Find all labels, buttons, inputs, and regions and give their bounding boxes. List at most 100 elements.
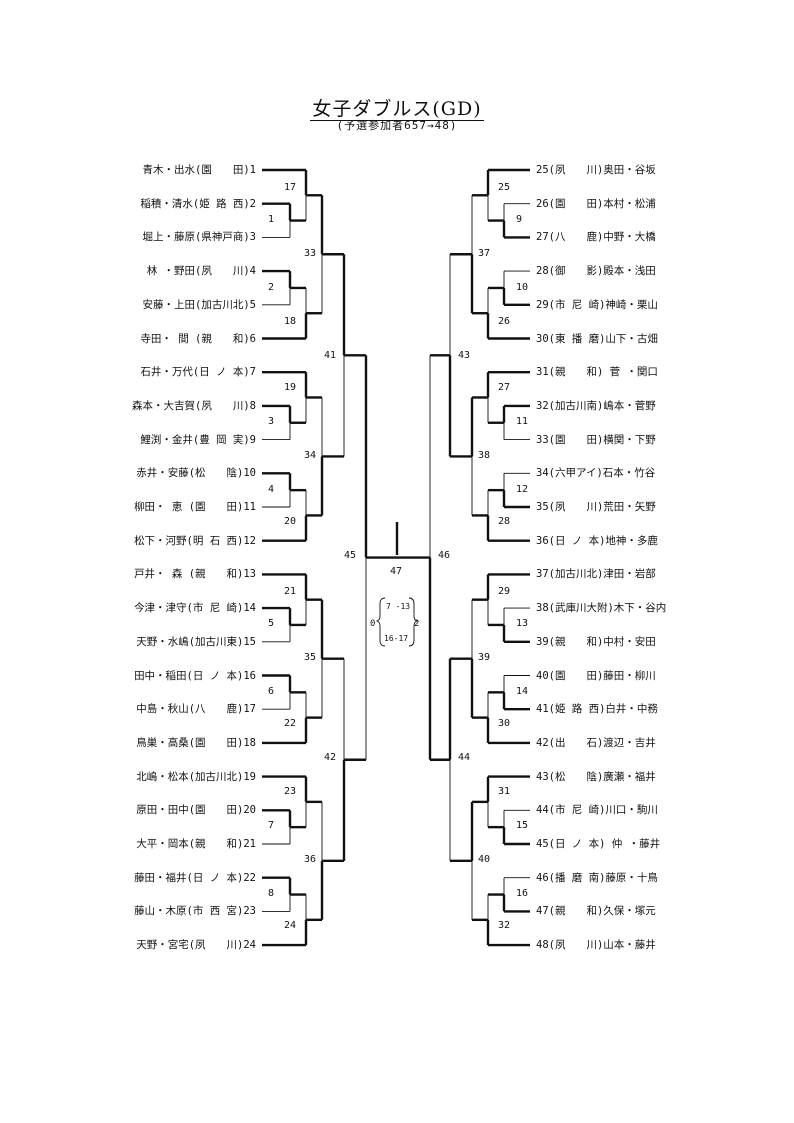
match-number: 44 [458, 752, 471, 763]
right-player-27: 27(八 鹿)中野・大橋 [536, 231, 656, 244]
right-player-46: 46(播 磨 南)藤原・十鳥 [536, 871, 658, 884]
match-number: 33 [304, 248, 317, 259]
match-number: 45 [344, 550, 357, 561]
match-number: 32 [498, 920, 511, 931]
right-player-43: 43(松 陰)廣瀬・福井 [536, 770, 656, 783]
right-player-35: 35(夙 川)荒田・矢野 [536, 501, 656, 513]
match-number: 36 [304, 854, 317, 865]
left-player-16: 田中・稲田(日 ノ 本)16 [134, 669, 256, 682]
left-player-24: 天野・宮宅(夙 川)24 [136, 939, 256, 952]
final-brace [376, 597, 419, 647]
final-right-label: 2 [414, 619, 420, 629]
right-player-48: 48(夙 川)山本・藤井 [536, 939, 656, 952]
match-number: 21 [284, 586, 297, 597]
left-player-5: 安藤・上田(加古川北)5 [142, 298, 256, 311]
right-player-41: 41(姫 路 西)白井・中務 [536, 703, 658, 716]
match-number: 46 [438, 550, 451, 561]
match-number: 6 [268, 686, 275, 697]
match-number: 35 [304, 652, 317, 663]
match-number: 43 [458, 350, 471, 361]
right-player-34: 34(六甲アイ)石本・竹谷 [536, 467, 656, 480]
match-number: 15 [516, 820, 529, 831]
match-number: 30 [498, 718, 511, 729]
match-number: 37 [478, 248, 491, 259]
page-subtitle: (予選参加者657→48) [336, 119, 458, 132]
right-player-32: 32(加古川南)嶋本・菅野 [536, 399, 656, 412]
left-player-1: 青木・出水(園 田)1 [142, 164, 256, 176]
match-number: 3 [268, 416, 275, 427]
left-player-10: 赤井・安藤(松 陰)10 [136, 467, 256, 480]
right-player-25: 25(夙 川)奥田・谷坂 [536, 164, 656, 176]
left-player-7: 石井・万代(日 ノ 本)7 [140, 366, 256, 379]
left-player-19: 北嶋・松本(加古川北)19 [136, 770, 256, 783]
left-player-15: 天野・水嶋(加古川東)15 [136, 635, 256, 648]
left-player-13: 戸井・ 森 (親 和)13 [134, 568, 256, 581]
match-number: 40 [478, 854, 491, 865]
final-score-top: 7 -13 [386, 602, 411, 611]
match-number: 16 [516, 888, 529, 899]
left-player-3: 堀上・藤原(県神戸商)3 [142, 231, 256, 244]
right-player-39: 39(親 和)中村・安田 [536, 635, 656, 648]
left-player-14: 今津・津守(市 尼 崎)14 [134, 602, 256, 615]
page-title: 女子ダブルス(GD) [0, 94, 794, 121]
left-player-23: 藤山・木原(市 西 宮)23 [134, 905, 256, 918]
match-number: 1 [268, 214, 275, 225]
match-number: 7 [268, 820, 275, 831]
match-number: 38 [478, 450, 491, 461]
match-number: 20 [284, 516, 297, 527]
left-player-8: 森本・大吉賀(夙 川)8 [132, 399, 256, 412]
right-player-44: 44(市 尼 崎)川口・駒川 [536, 804, 658, 817]
match-number: 14 [516, 686, 529, 697]
left-player-12: 松下・河野(明 石 西)12 [134, 534, 256, 547]
right-player-26: 26(園 田)本村・松浦 [536, 197, 656, 210]
right-player-30: 30(東 播 磨)山下・古畑 [536, 332, 658, 345]
right-player-38: 38(武庫川大附)木下・谷内 [536, 602, 667, 615]
match-number: 11 [516, 416, 529, 427]
final-left-label: 0 [370, 619, 376, 629]
left-player-4: 林 ・野田(夙 川)4 [146, 265, 256, 278]
match-number: 4 [268, 484, 275, 495]
right-player-36: 36(日 ノ 本)地神・多鹿 [536, 534, 658, 547]
match-number: 9 [516, 214, 523, 225]
match-number: 28 [498, 516, 511, 527]
left-player-2: 稲積・清水(姫 路 西)2 [140, 197, 256, 210]
final-score-bottom: 16-17 [384, 634, 409, 643]
match-number: 23 [284, 786, 297, 797]
match-number: 2 [268, 282, 275, 293]
match-number: 8 [268, 888, 275, 899]
right-player-40: 40(園 田)藤田・柳川 [536, 669, 656, 682]
left-player-20: 原田・田中(園 田)20 [136, 804, 256, 817]
right-player-33: 33(園 田)横関・下野 [536, 433, 656, 446]
left-player-22: 藤田・福井(日 ノ 本)22 [134, 871, 256, 884]
left-player-9: 鯉渕・金井(豊 岡 実)9 [140, 433, 256, 446]
match-number: 26 [498, 316, 511, 327]
match-number: 22 [284, 718, 297, 729]
match-number: 29 [498, 586, 511, 597]
match-number: 13 [516, 618, 529, 629]
right-player-45: 45(日 ノ 本) 仲 ・藤井 [536, 838, 661, 850]
left-player-11: 柳田・ 恵 (園 田)11 [134, 501, 256, 513]
right-player-31: 31(親 和) 菅 ・関口 [536, 366, 658, 379]
match-number: 31 [498, 786, 511, 797]
match-number: 17 [284, 182, 297, 193]
match-number: 39 [478, 652, 491, 663]
match-number: 27 [498, 382, 511, 393]
match-number: 10 [516, 282, 529, 293]
match-number: 12 [516, 484, 529, 495]
page-title-text: 女子ダブルス(GD) [310, 98, 484, 121]
left-player-17: 中島・秋山(八 鹿)17 [136, 703, 256, 716]
final-match-number: 47 [390, 566, 403, 577]
right-player-47: 47(親 和)久保・塚元 [536, 905, 656, 918]
match-number: 41 [324, 350, 337, 361]
right-player-29: 29(市 尼 崎)神崎・栗山 [536, 298, 658, 311]
left-player-18: 鳥巣・高桑(園 田)18 [136, 736, 256, 749]
match-number: 42 [324, 752, 337, 763]
match-number: 25 [498, 182, 511, 193]
left-player-21: 大平・岡本(親 和)21 [136, 838, 256, 850]
match-number: 24 [284, 920, 297, 931]
match-number: 5 [268, 618, 275, 629]
match-number: 34 [304, 450, 317, 461]
right-player-28: 28(御 影)殿本・浅田 [536, 265, 656, 278]
right-player-42: 42(出 石)渡辺・吉井 [536, 736, 656, 749]
